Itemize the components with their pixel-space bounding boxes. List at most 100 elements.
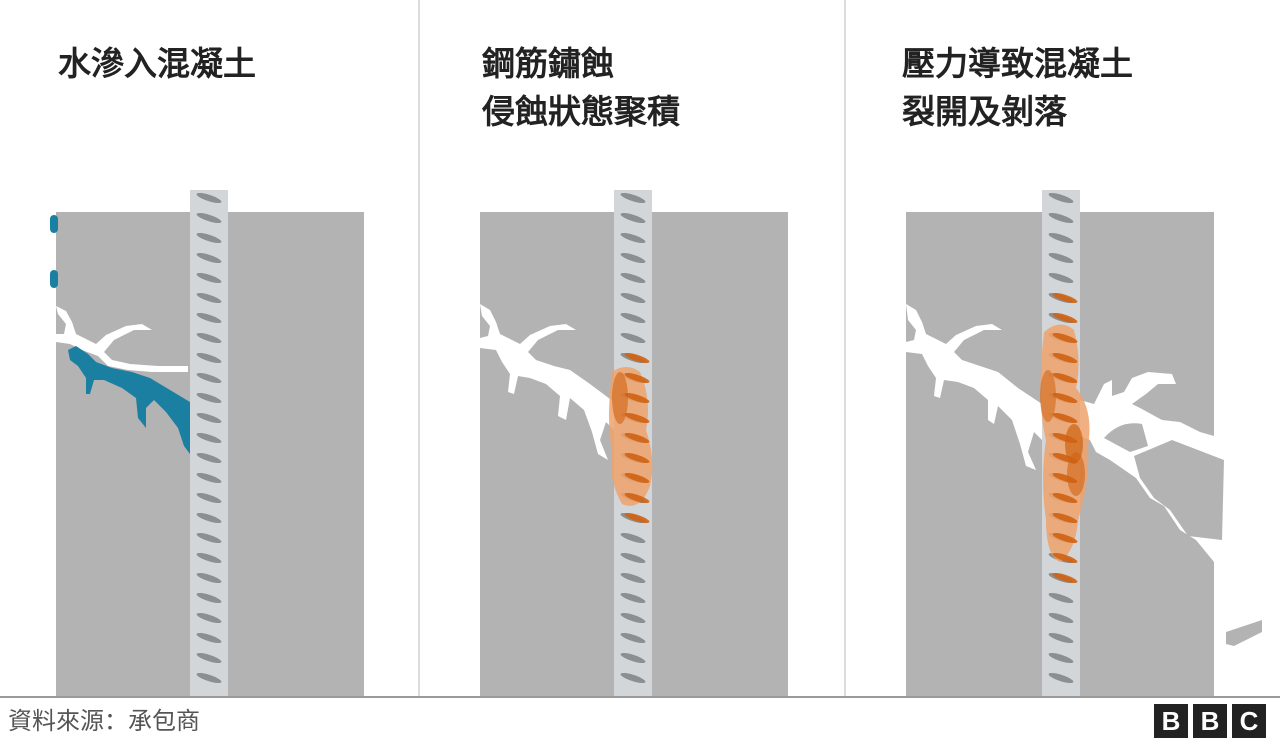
- panel-3-spall-fragment-1: [1104, 423, 1148, 452]
- rust-rib-12: [1052, 532, 1078, 544]
- rebar-rib-7: [620, 332, 646, 344]
- panel-1-crack: [56, 306, 188, 372]
- panel-3-illustration: [906, 190, 1262, 697]
- rust-rib-0: [624, 352, 650, 364]
- rebar-rib-23: [620, 652, 646, 664]
- panel-3-rust-spot-3: [1067, 452, 1085, 496]
- rebar-rib-23: [1048, 652, 1074, 664]
- rust-rib-1: [1052, 312, 1078, 324]
- rebar-rib-17: [620, 532, 646, 544]
- panel-3-spall-fragment-3: [1226, 620, 1262, 646]
- rust-rib-7: [624, 492, 650, 504]
- rust-rib-2: [624, 392, 650, 404]
- rebar-rib-9: [196, 372, 222, 384]
- rust-rib-5: [624, 452, 650, 464]
- panel-2-illustration: [480, 190, 788, 697]
- rust-rib-2: [1052, 332, 1078, 344]
- rust-rib-14: [1052, 572, 1078, 584]
- rebar-rib-3: [196, 252, 222, 264]
- rust-rib-4: [624, 432, 650, 444]
- panel-3-title: 壓力導致混凝土 裂開及剝落: [902, 40, 1133, 136]
- rebar-rib-5: [196, 292, 222, 304]
- source-credit: 資料來源：承包商: [8, 707, 200, 735]
- rebar-rib-7: [196, 332, 222, 344]
- panel-1-illustration: [50, 190, 364, 697]
- rebar-rib-3: [1048, 252, 1074, 264]
- panel-2-title-line-2: 侵蝕狀態聚積: [482, 92, 680, 131]
- rebar-rib-2: [620, 232, 646, 244]
- rebar-rib-4: [620, 272, 646, 284]
- rebar-rib-20: [1048, 592, 1074, 604]
- rebar-rib-4: [196, 272, 222, 284]
- rust-rib-6: [624, 472, 650, 484]
- rebar-rib-22: [196, 632, 222, 644]
- panel-3-spall-fragment-2: [1134, 440, 1224, 540]
- panel-2-title: 鋼筋鏽蝕 侵蝕狀態聚積: [482, 40, 680, 136]
- rust-rib-10: [1052, 492, 1078, 504]
- rebar-rib-1: [1048, 212, 1074, 224]
- rust-rib-8: [624, 512, 650, 524]
- panel-2-crack: [480, 304, 614, 460]
- rebar-rib-1: [620, 212, 646, 224]
- rust-rib-11: [1052, 512, 1078, 524]
- panel-3-crack-left: [906, 304, 1042, 470]
- panel-1-rebar: [190, 190, 228, 697]
- rebar-rib-24: [620, 672, 646, 684]
- bbc-logo-letter-2: B: [1193, 704, 1227, 738]
- panel-3-rust-ribs: [1052, 292, 1078, 584]
- panel-1-water-drop-1: [50, 215, 58, 233]
- rust-rib-3: [624, 412, 650, 424]
- rebar-rib-0: [196, 192, 222, 204]
- panel-3-rust-spot-1: [1040, 370, 1056, 422]
- rebar-rib-17: [196, 532, 222, 544]
- panel-1-title-line-1: 水滲入混凝土: [58, 44, 256, 83]
- rust-rib-5: [1052, 392, 1078, 404]
- rebar-rib-24: [196, 672, 222, 684]
- rust-rib-1: [624, 372, 650, 384]
- rebar-rib-19: [620, 572, 646, 584]
- panel-3-title-line-1: 壓力導致混凝土: [902, 44, 1133, 83]
- rebar-rib-5: [620, 292, 646, 304]
- rebar-rib-3: [620, 252, 646, 264]
- rust-rib-4: [1052, 372, 1078, 384]
- panel-divider-2: [844, 0, 846, 696]
- bbc-logo-letter-1: B: [1154, 704, 1188, 738]
- rebar-rib-11: [196, 412, 222, 424]
- rebar-rib-15: [196, 492, 222, 504]
- rust-rib-8: [1052, 452, 1078, 464]
- rebar-rib-12: [196, 432, 222, 444]
- rebar-rib-13: [196, 452, 222, 464]
- rebar-rib-10: [196, 392, 222, 404]
- panel-1-water-drop-2: [50, 270, 58, 288]
- rebar-rib-18: [620, 552, 646, 564]
- rust-rib-6: [1052, 412, 1078, 424]
- rebar-rib-14: [196, 472, 222, 484]
- rebar-rib-18: [196, 552, 222, 564]
- rebar-rib-6: [196, 312, 222, 324]
- rebar-rib-4: [1048, 272, 1074, 284]
- rebar-rib-19: [196, 572, 222, 584]
- rebar-rib-1: [196, 212, 222, 224]
- panel-3-title-line-2: 裂開及剝落: [902, 92, 1067, 131]
- rebar-rib-21: [1048, 612, 1074, 624]
- rebar-rib-24: [1048, 672, 1074, 684]
- bbc-logo-letter-3: C: [1232, 704, 1266, 738]
- footer-rule: [0, 696, 1280, 698]
- rust-rib-9: [1052, 472, 1078, 484]
- panel-1-rebar-ribs: [196, 192, 222, 684]
- rust-rib-0: [1052, 292, 1078, 304]
- panel-2-rust-ribs: [624, 352, 650, 524]
- panel-1-water-crack: [68, 346, 190, 454]
- rebar-rib-0: [1048, 192, 1074, 204]
- rebar-rib-21: [620, 612, 646, 624]
- rebar-rib-22: [1048, 632, 1074, 644]
- rust-rib-3: [1052, 352, 1078, 364]
- rebar-rib-2: [196, 232, 222, 244]
- panel-2-rust-spot: [612, 372, 628, 424]
- bbc-logo: B B C: [1154, 704, 1266, 738]
- rebar-rib-22: [620, 632, 646, 644]
- rebar-rib-2: [1048, 232, 1074, 244]
- rebar-rib-23: [196, 652, 222, 664]
- rust-rib-13: [1052, 552, 1078, 564]
- rebar-rib-6: [620, 312, 646, 324]
